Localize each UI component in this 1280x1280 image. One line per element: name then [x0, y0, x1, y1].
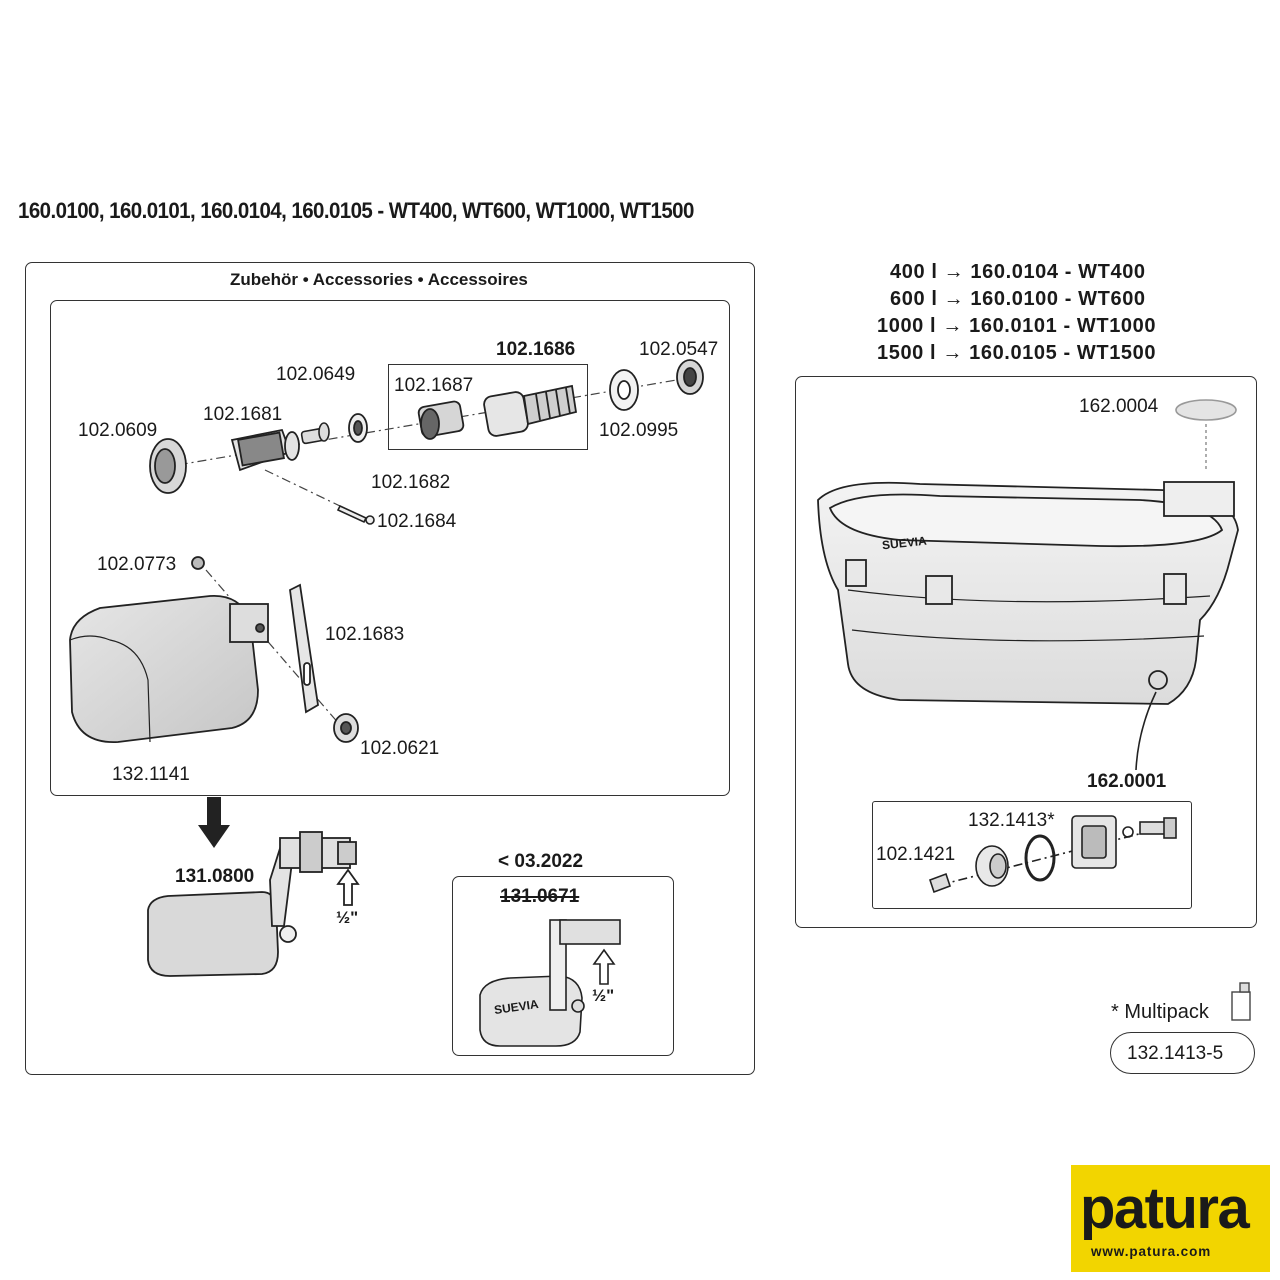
nut-102-0547: [676, 359, 704, 395]
label-102-1421: 102.1421: [876, 844, 956, 865]
label-102-1684: 102.1684: [377, 511, 457, 532]
valve-group-box: [388, 364, 588, 450]
nut-102-0609: [149, 438, 187, 494]
arrow-down-icon: [198, 797, 230, 848]
page-title: 160.0100, 160.0101, 160.0104, 160.0105 -…: [18, 198, 694, 223]
label-102-1681: 102.1681: [203, 404, 283, 425]
label-162-0001: 162.0001: [1087, 771, 1167, 792]
water-trough: [817, 481, 1239, 705]
label-102-0547: 102.0547: [639, 339, 719, 360]
old-version-box: [452, 876, 674, 1056]
connector-102-1687: [417, 400, 465, 440]
accessories-panel: [50, 300, 730, 796]
label-102-0621: 102.0621: [360, 738, 440, 759]
washer-102-0649: [348, 413, 368, 443]
label-102-0995: 102.0995: [599, 420, 679, 441]
drain-parts-box: [872, 801, 1192, 909]
patura-logo: patura www.patura.com: [1071, 1165, 1270, 1272]
float-arm-102-1683: [289, 583, 319, 714]
half-inch-label-1: ½": [336, 908, 359, 927]
multipack-box-icon: [1231, 982, 1251, 1021]
arrow-up-icon: [336, 868, 360, 906]
cap-162-0004: [1175, 399, 1237, 470]
label-132-1141: 132.1141: [112, 764, 190, 785]
volume-map-400: 400 l → 160.0104 - WT400: [890, 261, 1146, 283]
label-102-1686: 102.1686: [496, 339, 576, 360]
label-102-1682: 102.1682: [371, 472, 451, 493]
valve-body-102-1681: [230, 428, 300, 472]
valve-cartridge: [483, 384, 578, 437]
leader-162-0001: [1135, 691, 1157, 771]
pin-102-1682: [300, 422, 330, 445]
accessories-heading: Zubehör • Accessories • Accessoires: [230, 270, 528, 289]
arrow-up-icon-2: [592, 948, 616, 985]
drain-parts: [928, 815, 1177, 894]
multipack-label: * Multipack: [1111, 1001, 1209, 1023]
split-pin-102-1684: [336, 504, 375, 525]
assembled-valve-131-0800: [147, 831, 357, 977]
label-131-0671: 131.0671: [500, 886, 580, 907]
label-102-0773: 102.0773: [97, 554, 177, 575]
label-102-1683: 102.1683: [325, 624, 405, 645]
label-102-1687: 102.1687: [394, 375, 474, 396]
volume-map-600: 600 l → 160.0100 - WT600: [890, 288, 1146, 310]
old-version-date: < 03.2022: [498, 851, 584, 872]
float-132-1141: [69, 556, 269, 743]
label-132-1413: 132.1413*: [968, 810, 1055, 831]
half-inch-label-2: ½": [592, 986, 615, 1005]
label-162-0004: 162.0004: [1079, 396, 1159, 417]
trough-panel: [795, 376, 1257, 928]
multipack-code-pill: [1110, 1032, 1255, 1074]
old-valve-131-0671: [479, 919, 621, 1047]
multipack-code: 132.1413-5: [1127, 1043, 1224, 1064]
washer-102-0621: [333, 713, 359, 743]
label-131-0800: 131.0800: [175, 866, 255, 887]
label-102-0609: 102.0609: [78, 420, 158, 441]
left-panel: [25, 262, 755, 1075]
volume-map-1500: 1500 l → 160.0105 - WT1500: [877, 342, 1157, 364]
label-102-0649: 102.0649: [276, 364, 356, 385]
logo-url: www.patura.com: [1091, 1244, 1212, 1259]
washer-102-0995: [609, 369, 639, 411]
logo-word: patura: [1080, 1176, 1250, 1241]
volume-map-1000: 1000 l → 160.0101 - WT1000: [877, 315, 1157, 337]
